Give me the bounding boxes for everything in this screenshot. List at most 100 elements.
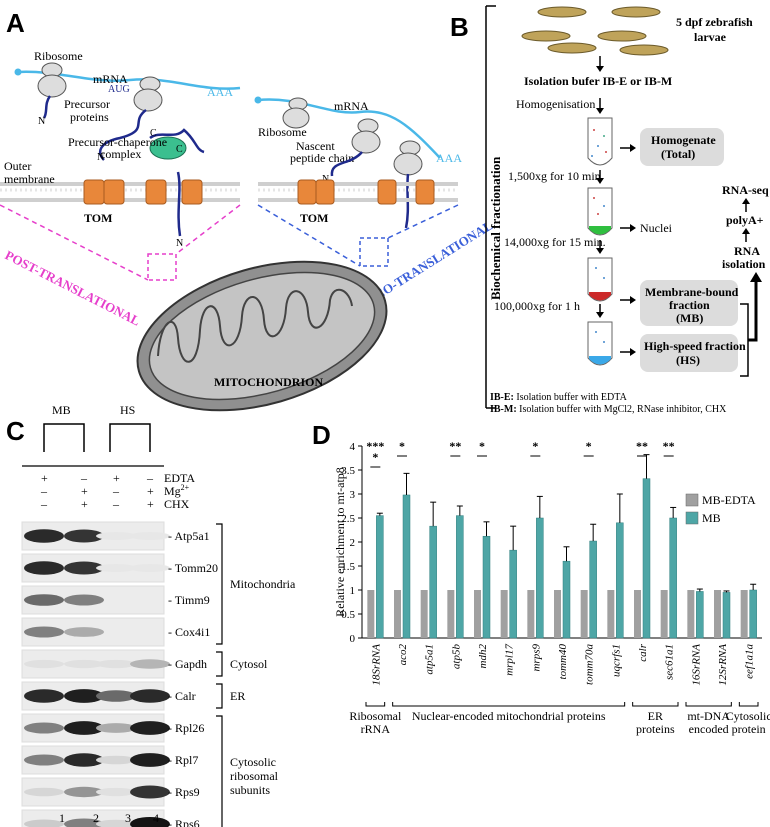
- bar-mb-edta: [367, 590, 375, 638]
- condition-mark: +: [147, 484, 154, 498]
- zoom-line-co: [257, 204, 361, 267]
- tube-homogenate-icon: [587, 117, 613, 166]
- group-label: Nuclear-encoded mitochondrial proteins: [412, 709, 606, 723]
- condition-label: CHX: [164, 497, 190, 511]
- category-label: atp5a1: [424, 644, 436, 675]
- blot-band: [130, 689, 170, 703]
- blot-protein-label: - Gapdh: [168, 657, 207, 671]
- condition-label-superscript: 2+: [181, 483, 190, 492]
- significance-marker: **: [636, 439, 648, 453]
- legend-swatch: [685, 511, 699, 525]
- condition-mark: +: [147, 497, 154, 511]
- ibe-note: IB-E: Isolation buffer with EDTA: [490, 392, 628, 403]
- y-tick-label: 2.5: [341, 513, 355, 525]
- outer-membrane-label-2: membrane: [4, 172, 55, 186]
- panel-a: A AUG AAA Ribosome mRNA N Precursor prot…: [0, 8, 495, 412]
- significance-marker: ***: [366, 439, 384, 453]
- y-tick-label: 3: [350, 489, 356, 501]
- panel-d-letter: D: [312, 420, 331, 450]
- significance-marker: *: [479, 439, 485, 453]
- group-bracket: [365, 702, 386, 707]
- ribosome-icon: [351, 118, 381, 154]
- bar-mb: [669, 517, 677, 639]
- blot-protein-label: - Calr: [168, 689, 196, 703]
- tom-label-left: TOM: [84, 211, 112, 225]
- ibe-key: IB-E:: [490, 392, 514, 403]
- tube-nuclei-icon: [587, 187, 613, 236]
- blot-band: [64, 721, 104, 735]
- ribosome-icon: [282, 97, 310, 129]
- blot-band: [96, 819, 136, 827]
- blot-band: [24, 529, 64, 543]
- blot-band: [96, 755, 136, 765]
- bar-mb-edta: [687, 590, 695, 638]
- hs-label-2: (HS): [676, 353, 700, 367]
- blot-band: [24, 594, 64, 606]
- group-label: encoded: [689, 722, 729, 736]
- n-terminus-label: N: [97, 152, 104, 163]
- category-label: eef1a1a: [744, 644, 756, 679]
- panel-c-letter: C: [6, 416, 25, 446]
- ibm-key: IB-M:: [490, 404, 517, 415]
- nascent-protein-left: [42, 95, 52, 119]
- category-label: tomm70a: [584, 644, 596, 685]
- c-terminus-label: C: [150, 128, 157, 139]
- ribosome-label-right: Ribosome: [258, 125, 307, 139]
- blot-band: [64, 689, 104, 703]
- significance-marker: **: [449, 439, 461, 453]
- spin-3-label: 100,000xg for 1 h: [494, 299, 580, 313]
- imported-protein-left: [176, 171, 182, 237]
- blot-band: [130, 721, 170, 735]
- blot-protein-label: - Timm9: [168, 593, 210, 607]
- lane-number: 1: [59, 811, 65, 825]
- tom-complex-icon: [377, 179, 435, 205]
- bar-mb-edta: [554, 590, 561, 638]
- blot-band: [130, 817, 170, 827]
- blot-band: [130, 531, 170, 541]
- membrane-fraction-box: [640, 280, 738, 326]
- bar-mb-edta: [420, 590, 428, 638]
- bar-mb-edta: [580, 590, 588, 638]
- y-tick-label: 3.5: [341, 465, 355, 477]
- bar-mb: [402, 494, 411, 639]
- blot-protein-label: - Cox4i1: [168, 625, 210, 639]
- precursor-label-1: Precursor: [64, 97, 110, 111]
- bar-mb: [749, 589, 757, 639]
- tom-complex-icon: [83, 179, 125, 205]
- mitochondrion-label: MITOCHONDRION: [214, 375, 323, 389]
- ibm-note: IB-M: Isolation buffer with MgCl2, RNase…: [490, 404, 727, 415]
- y-tick-label: 2: [350, 537, 356, 549]
- blot-protein-label: - Rpl26: [168, 721, 204, 735]
- blot-band: [24, 819, 64, 827]
- blot-protein-label: - Rps6: [168, 817, 200, 827]
- group-label: rRNA: [361, 722, 391, 736]
- mrna-cap-left: [14, 68, 22, 76]
- fractionation-side-label: Biochemical fractionation: [488, 156, 503, 300]
- blot-group-label: subunits: [230, 783, 270, 797]
- aug-label: AUG: [108, 84, 130, 95]
- homogenate-box: [640, 128, 724, 166]
- blot-band: [64, 594, 104, 606]
- homogenate-label-2: (Total): [661, 147, 695, 161]
- bar-mb: [536, 517, 544, 639]
- precursor-label-2: proteins: [70, 110, 109, 124]
- legend-swatch: [685, 493, 699, 507]
- bar-mb-edta: [607, 590, 615, 638]
- condition-mark: –: [40, 484, 48, 498]
- blot-protein-label: - Atp5a1: [168, 529, 210, 543]
- significance-marker: **: [663, 439, 675, 453]
- group-label: Cytosolic: [726, 709, 770, 723]
- bar-mb: [429, 525, 437, 639]
- y-axis-label: Relative enrichment to mt-atp8: [333, 467, 347, 617]
- zoom-box-post: [147, 253, 177, 281]
- zoom-line-post: [0, 204, 149, 281]
- bar-mb: [696, 591, 704, 639]
- condition-label: EDTA: [164, 471, 195, 485]
- blot-group-bracket: [216, 523, 223, 645]
- category-label: 12SrRNA: [717, 644, 729, 686]
- panel-a-letter: A: [6, 8, 25, 38]
- polya-selection-label: polyA+: [726, 213, 764, 227]
- blot-group-label: Mitochondria: [230, 577, 296, 591]
